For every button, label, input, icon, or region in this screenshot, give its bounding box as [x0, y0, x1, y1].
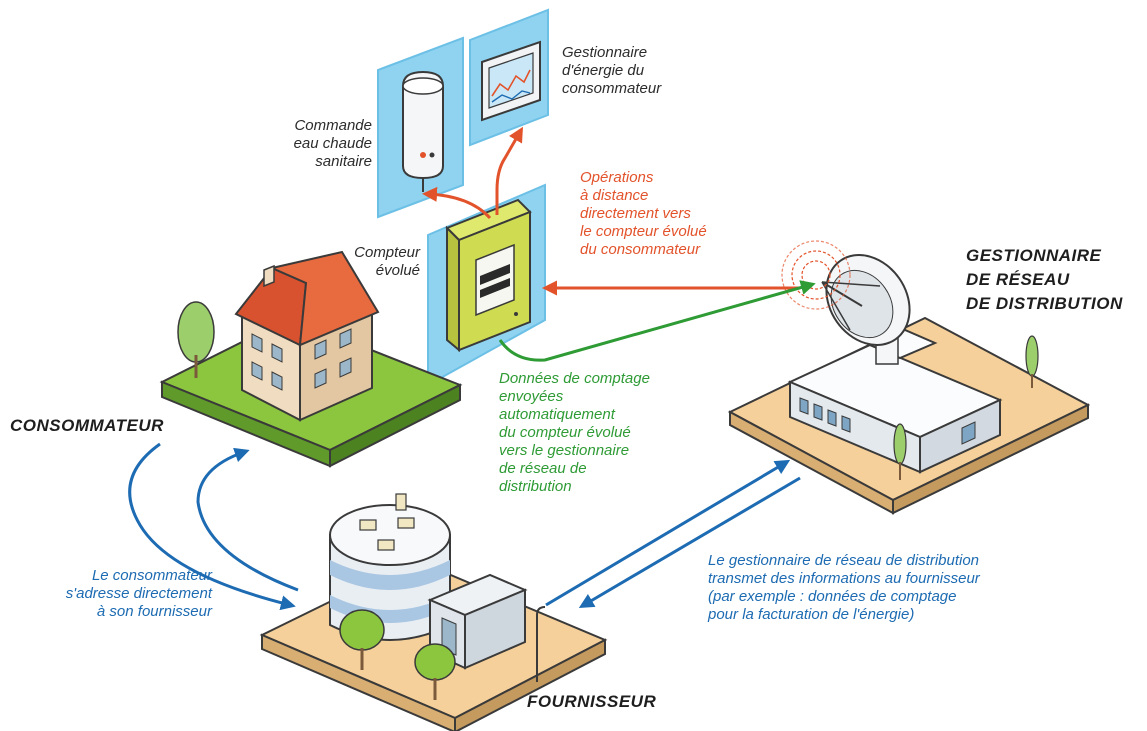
network-operator-building — [727, 240, 1091, 515]
supplier-to-network-arrow — [545, 459, 791, 607]
smart-meter-label: Compteur évolué — [354, 244, 420, 279]
meter-to-energy-manager-arrow — [495, 126, 523, 215]
meter-to-water-heater-arrow — [422, 186, 492, 220]
network-supplier-label: Le gestionnaire de réseau de distributio… — [708, 552, 980, 623]
remote-operations-label: Opérations à distance directement vers l… — [580, 169, 707, 258]
orange-arrows — [422, 126, 800, 296]
water-heater-panel — [377, 36, 464, 219]
metering-data-label: Données de comptage envoyées automatique… — [499, 370, 650, 495]
green-arrow — [498, 280, 816, 362]
supplier-to-consumer-arrow — [196, 447, 299, 592]
consumer-house — [159, 250, 463, 468]
supplier-title: FOURNISSEUR — [527, 692, 657, 711]
network-operator-title: GESTIONNAIRE DE RÉSEAU DE DISTRIBUTION — [966, 246, 1123, 313]
consumer-to-supplier-arrow — [128, 442, 296, 611]
consumer-supplier-label: Le consommateur s'adresse directement à … — [65, 567, 212, 620]
smart-meter — [445, 198, 532, 353]
network-to-supplier-arrow — [578, 476, 801, 609]
blue-arrows — [128, 442, 801, 611]
energy-manager-panel — [469, 8, 549, 147]
supplier-building — [259, 493, 608, 731]
energy-manager-label: Gestionnaire d'énergie du consommateur — [562, 44, 662, 97]
consumer-title: CONSOMMATEUR — [10, 416, 164, 435]
water-heater-label: Commande eau chaude sanitaire — [293, 117, 372, 170]
